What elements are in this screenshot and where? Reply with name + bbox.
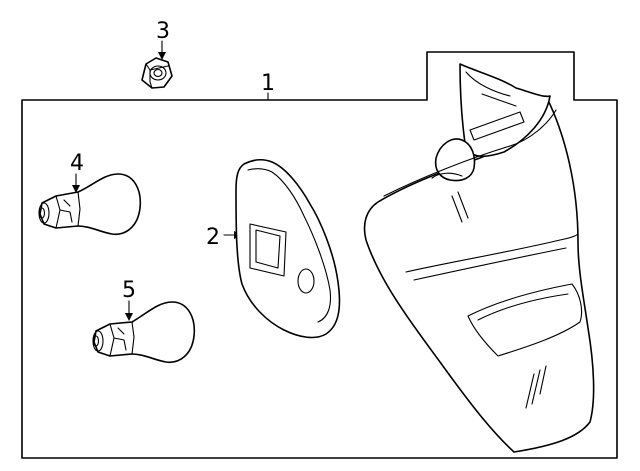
callout-2: 2 [206,225,220,250]
tail-lamp [363,63,595,453]
gasket [235,159,341,339]
callout-4: 4 [70,151,84,176]
bulb-5 [92,301,196,363]
assembly-frame [21,51,618,459]
callout-5-arrow [125,300,133,321]
callout-3: 3 [156,19,170,44]
callout-5: 5 [122,278,136,303]
callout-1: 1 [261,71,275,96]
callout-4-arrow [72,173,80,193]
bulb-4 [38,173,142,235]
hex-nut [141,57,173,89]
callout-3-arrow [158,40,166,60]
